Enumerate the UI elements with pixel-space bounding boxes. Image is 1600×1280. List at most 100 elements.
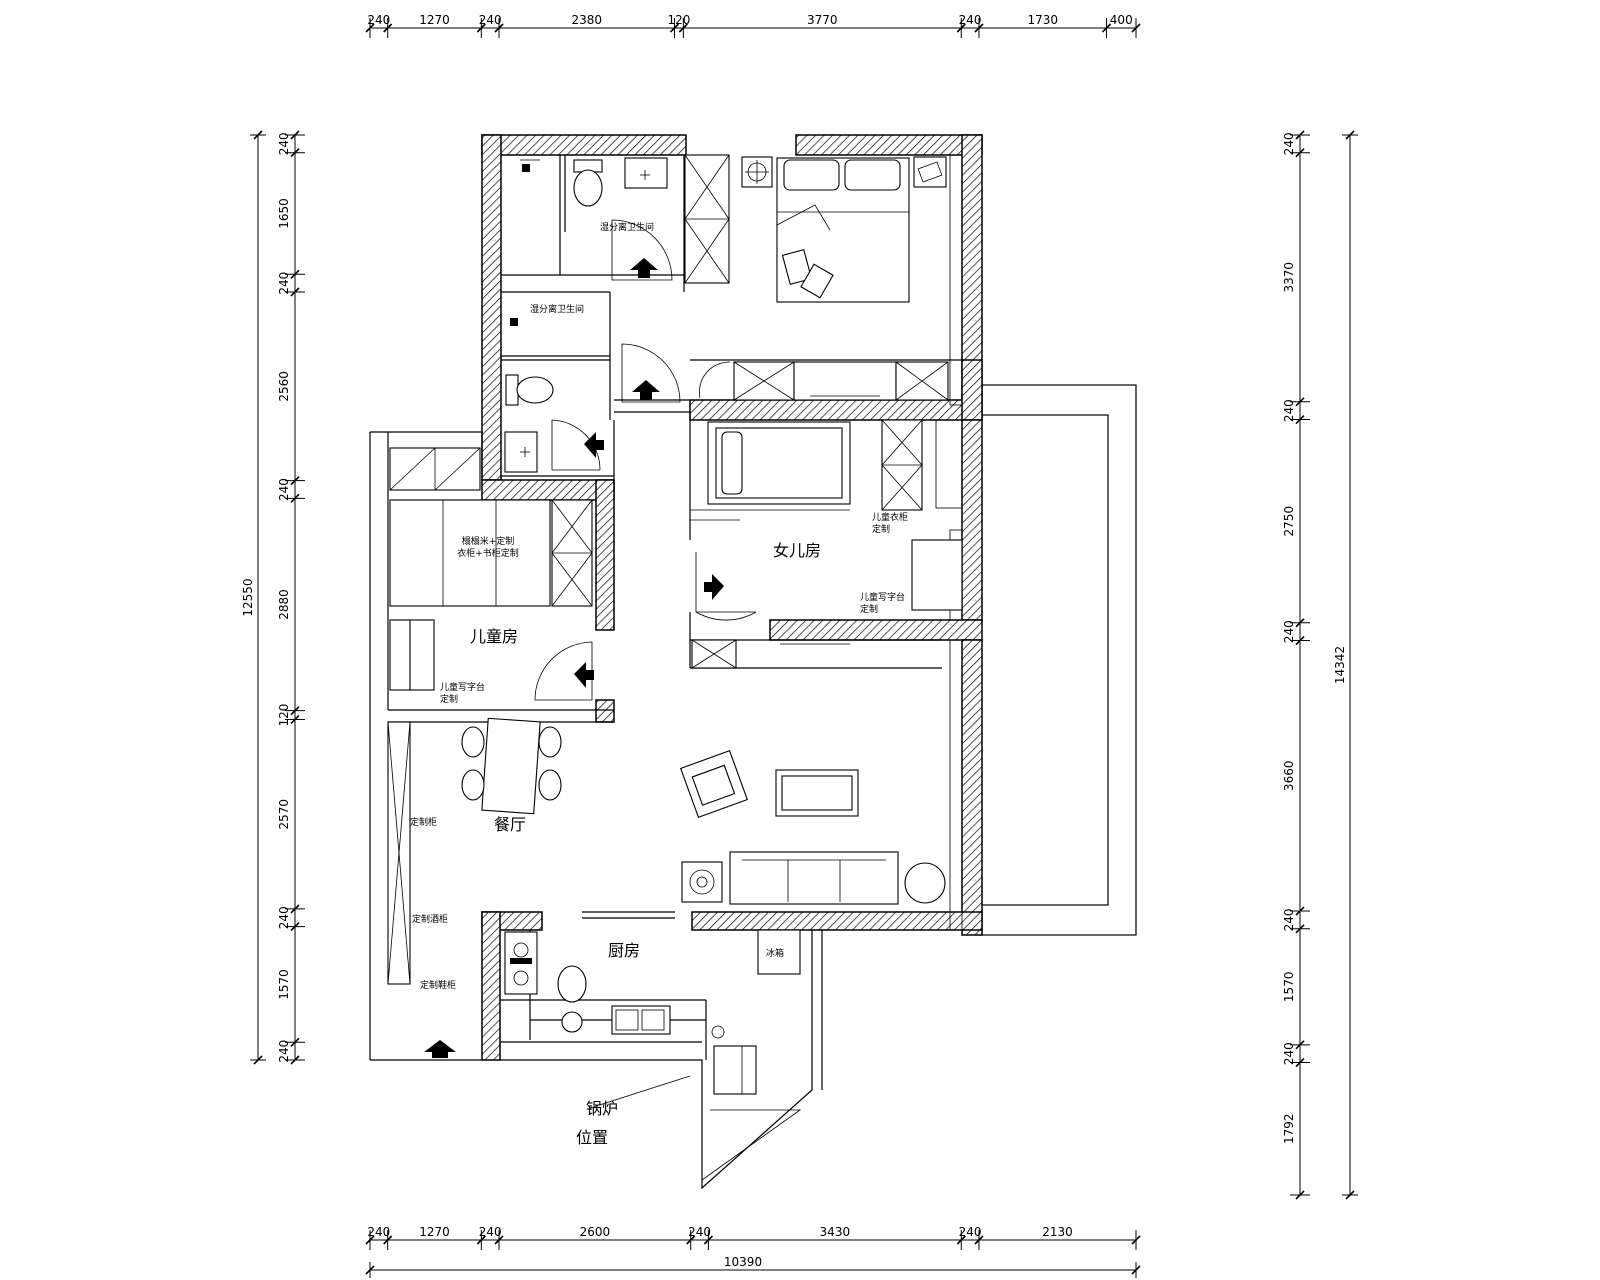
dimension-label: 1792 bbox=[1282, 1114, 1296, 1145]
cabinet-icon bbox=[733, 361, 949, 401]
dimension-label: 3370 bbox=[1282, 262, 1296, 293]
dimension-label: 2130 bbox=[1042, 1225, 1073, 1239]
dimension-label: 240 bbox=[277, 272, 291, 295]
note-desk-daughter-a: 儿童衣柜定制 bbox=[872, 511, 908, 535]
bottom-dimension-line: 240 1270 240 2600 240 3430 240 2130 10390 bbox=[365, 1225, 1141, 1278]
doors bbox=[534, 219, 757, 701]
side-table-icon bbox=[681, 861, 723, 903]
dimension-label: 240 bbox=[959, 1225, 982, 1239]
double-bed-icon bbox=[776, 157, 910, 303]
dimension-total: 12550 bbox=[241, 578, 255, 616]
shower-icon bbox=[520, 159, 540, 172]
room-label-dining: 餐厅 bbox=[494, 815, 526, 834]
dimension-label: 240 bbox=[1282, 132, 1296, 155]
dimension-label: 3770 bbox=[807, 13, 838, 27]
dimension-label: 240 bbox=[1282, 620, 1296, 643]
tatami-wardrobe-icon bbox=[389, 447, 593, 607]
arrow-icon bbox=[584, 432, 604, 458]
dimension-label: 240 bbox=[1282, 908, 1296, 931]
note-bath-top: 湿分离卫生间 bbox=[600, 221, 654, 233]
dimension-label: 240 bbox=[277, 1040, 291, 1063]
note-wardrobe-child: 榻榻米+定制衣柜+书柜定制 bbox=[457, 535, 519, 559]
boiler-icon bbox=[713, 1045, 757, 1095]
dimension-label: 240 bbox=[277, 478, 291, 501]
furniture bbox=[387, 154, 963, 1181]
dimension-label: 400 bbox=[1110, 13, 1133, 27]
dimension-label: 120 bbox=[667, 13, 690, 27]
dimension-label: 3430 bbox=[820, 1225, 851, 1239]
arrow-icon bbox=[574, 662, 594, 688]
sofa-icon bbox=[729, 851, 899, 905]
armchair-icon bbox=[679, 749, 749, 819]
phone-icon bbox=[913, 156, 947, 188]
dimension-label: 240 bbox=[367, 1225, 390, 1239]
note-desk-daughter-b: 儿童写字台定制 bbox=[860, 591, 905, 615]
toilet-icon bbox=[505, 374, 554, 406]
dimension-label: 2600 bbox=[580, 1225, 611, 1239]
round-table-icon bbox=[904, 862, 946, 904]
dimension-label: 240 bbox=[1282, 1042, 1296, 1065]
dimension-label: 240 bbox=[479, 13, 502, 27]
toilet-icon bbox=[573, 159, 603, 207]
arrow-icon bbox=[630, 258, 658, 278]
shower-icon bbox=[510, 318, 518, 326]
arrow-icon bbox=[632, 380, 660, 400]
tv-table-icon bbox=[775, 769, 859, 817]
dimension-label: 2560 bbox=[277, 371, 291, 402]
note-fridge: 冰箱 bbox=[766, 947, 784, 959]
dimension-label: 240 bbox=[959, 13, 982, 27]
dimension-label: 1650 bbox=[277, 198, 291, 229]
note-desk-child: 儿童写字台定制 bbox=[440, 681, 485, 705]
arrow-icon bbox=[704, 574, 724, 600]
right-dimension-line: 240 3370 240 2750 240 3660 240 1570 240 1792 14342 bbox=[1282, 130, 1358, 1200]
daughter-wardrobe-icon bbox=[881, 419, 923, 511]
top-dimension-line: 240 1270 240 2380 120 3770 240 1730 400 bbox=[365, 13, 1141, 38]
sink-icon bbox=[611, 1005, 671, 1035]
dimension-label: 240 bbox=[1282, 399, 1296, 422]
nightstand-icon bbox=[741, 156, 773, 188]
boiler-label-line2: 位置 bbox=[576, 1128, 608, 1147]
dimension-label: 240 bbox=[479, 1225, 502, 1239]
sink-icon bbox=[504, 431, 538, 473]
dimension-label: 3660 bbox=[1282, 761, 1296, 792]
cabinet-icon bbox=[691, 639, 850, 669]
child-desk-icon bbox=[389, 619, 435, 691]
dining-table-icon bbox=[461, 717, 562, 815]
dimension-label: 1270 bbox=[419, 1225, 450, 1239]
dimension-label: 2880 bbox=[277, 589, 291, 620]
dimension-label: 2750 bbox=[1282, 506, 1296, 537]
note-bath-mid: 湿分离卫生间 bbox=[530, 303, 584, 315]
dimension-label: 120 bbox=[277, 704, 291, 727]
dimension-label: 1730 bbox=[1027, 13, 1058, 27]
sink-icon bbox=[624, 157, 668, 189]
single-bed-icon bbox=[690, 421, 851, 521]
boiler-label-line1: 锅炉 bbox=[586, 1099, 618, 1118]
note-cab-a: 定制柜 bbox=[410, 816, 437, 828]
tall-cabinet-icon bbox=[387, 721, 411, 985]
dimension-total: 10390 bbox=[724, 1255, 762, 1269]
room-label-kitchen: 厨房 bbox=[608, 941, 640, 960]
dimension-label: 1270 bbox=[419, 13, 450, 27]
dimension-label: 2570 bbox=[277, 799, 291, 830]
fridge-icon bbox=[757, 929, 801, 975]
left-dimension-line: 240 1650 240 2560 240 2880 120 2570 240 1570 240 12… bbox=[241, 130, 305, 1065]
desk-icon bbox=[911, 539, 963, 611]
person-icon bbox=[557, 965, 587, 1033]
wardrobe-icon bbox=[684, 154, 730, 284]
arrow-icon bbox=[424, 1040, 456, 1058]
dimension-label: 2380 bbox=[571, 13, 602, 27]
dimension-label: 240 bbox=[277, 906, 291, 929]
entry-arrows bbox=[424, 258, 724, 1058]
room-label-daughter: 女儿房 bbox=[773, 541, 821, 560]
dimension-label: 1570 bbox=[277, 969, 291, 1000]
dimension-label: 240 bbox=[688, 1225, 711, 1239]
dimension-label: 240 bbox=[277, 132, 291, 155]
dimension-total: 14342 bbox=[1333, 646, 1347, 684]
balcony bbox=[977, 384, 1137, 936]
room-label-child: 儿童房 bbox=[470, 627, 518, 646]
dimension-label: 1570 bbox=[1282, 972, 1296, 1003]
stove-icon bbox=[504, 931, 538, 995]
dimension-label: 240 bbox=[367, 13, 390, 27]
note-cab-c: 定制鞋柜 bbox=[420, 979, 456, 991]
